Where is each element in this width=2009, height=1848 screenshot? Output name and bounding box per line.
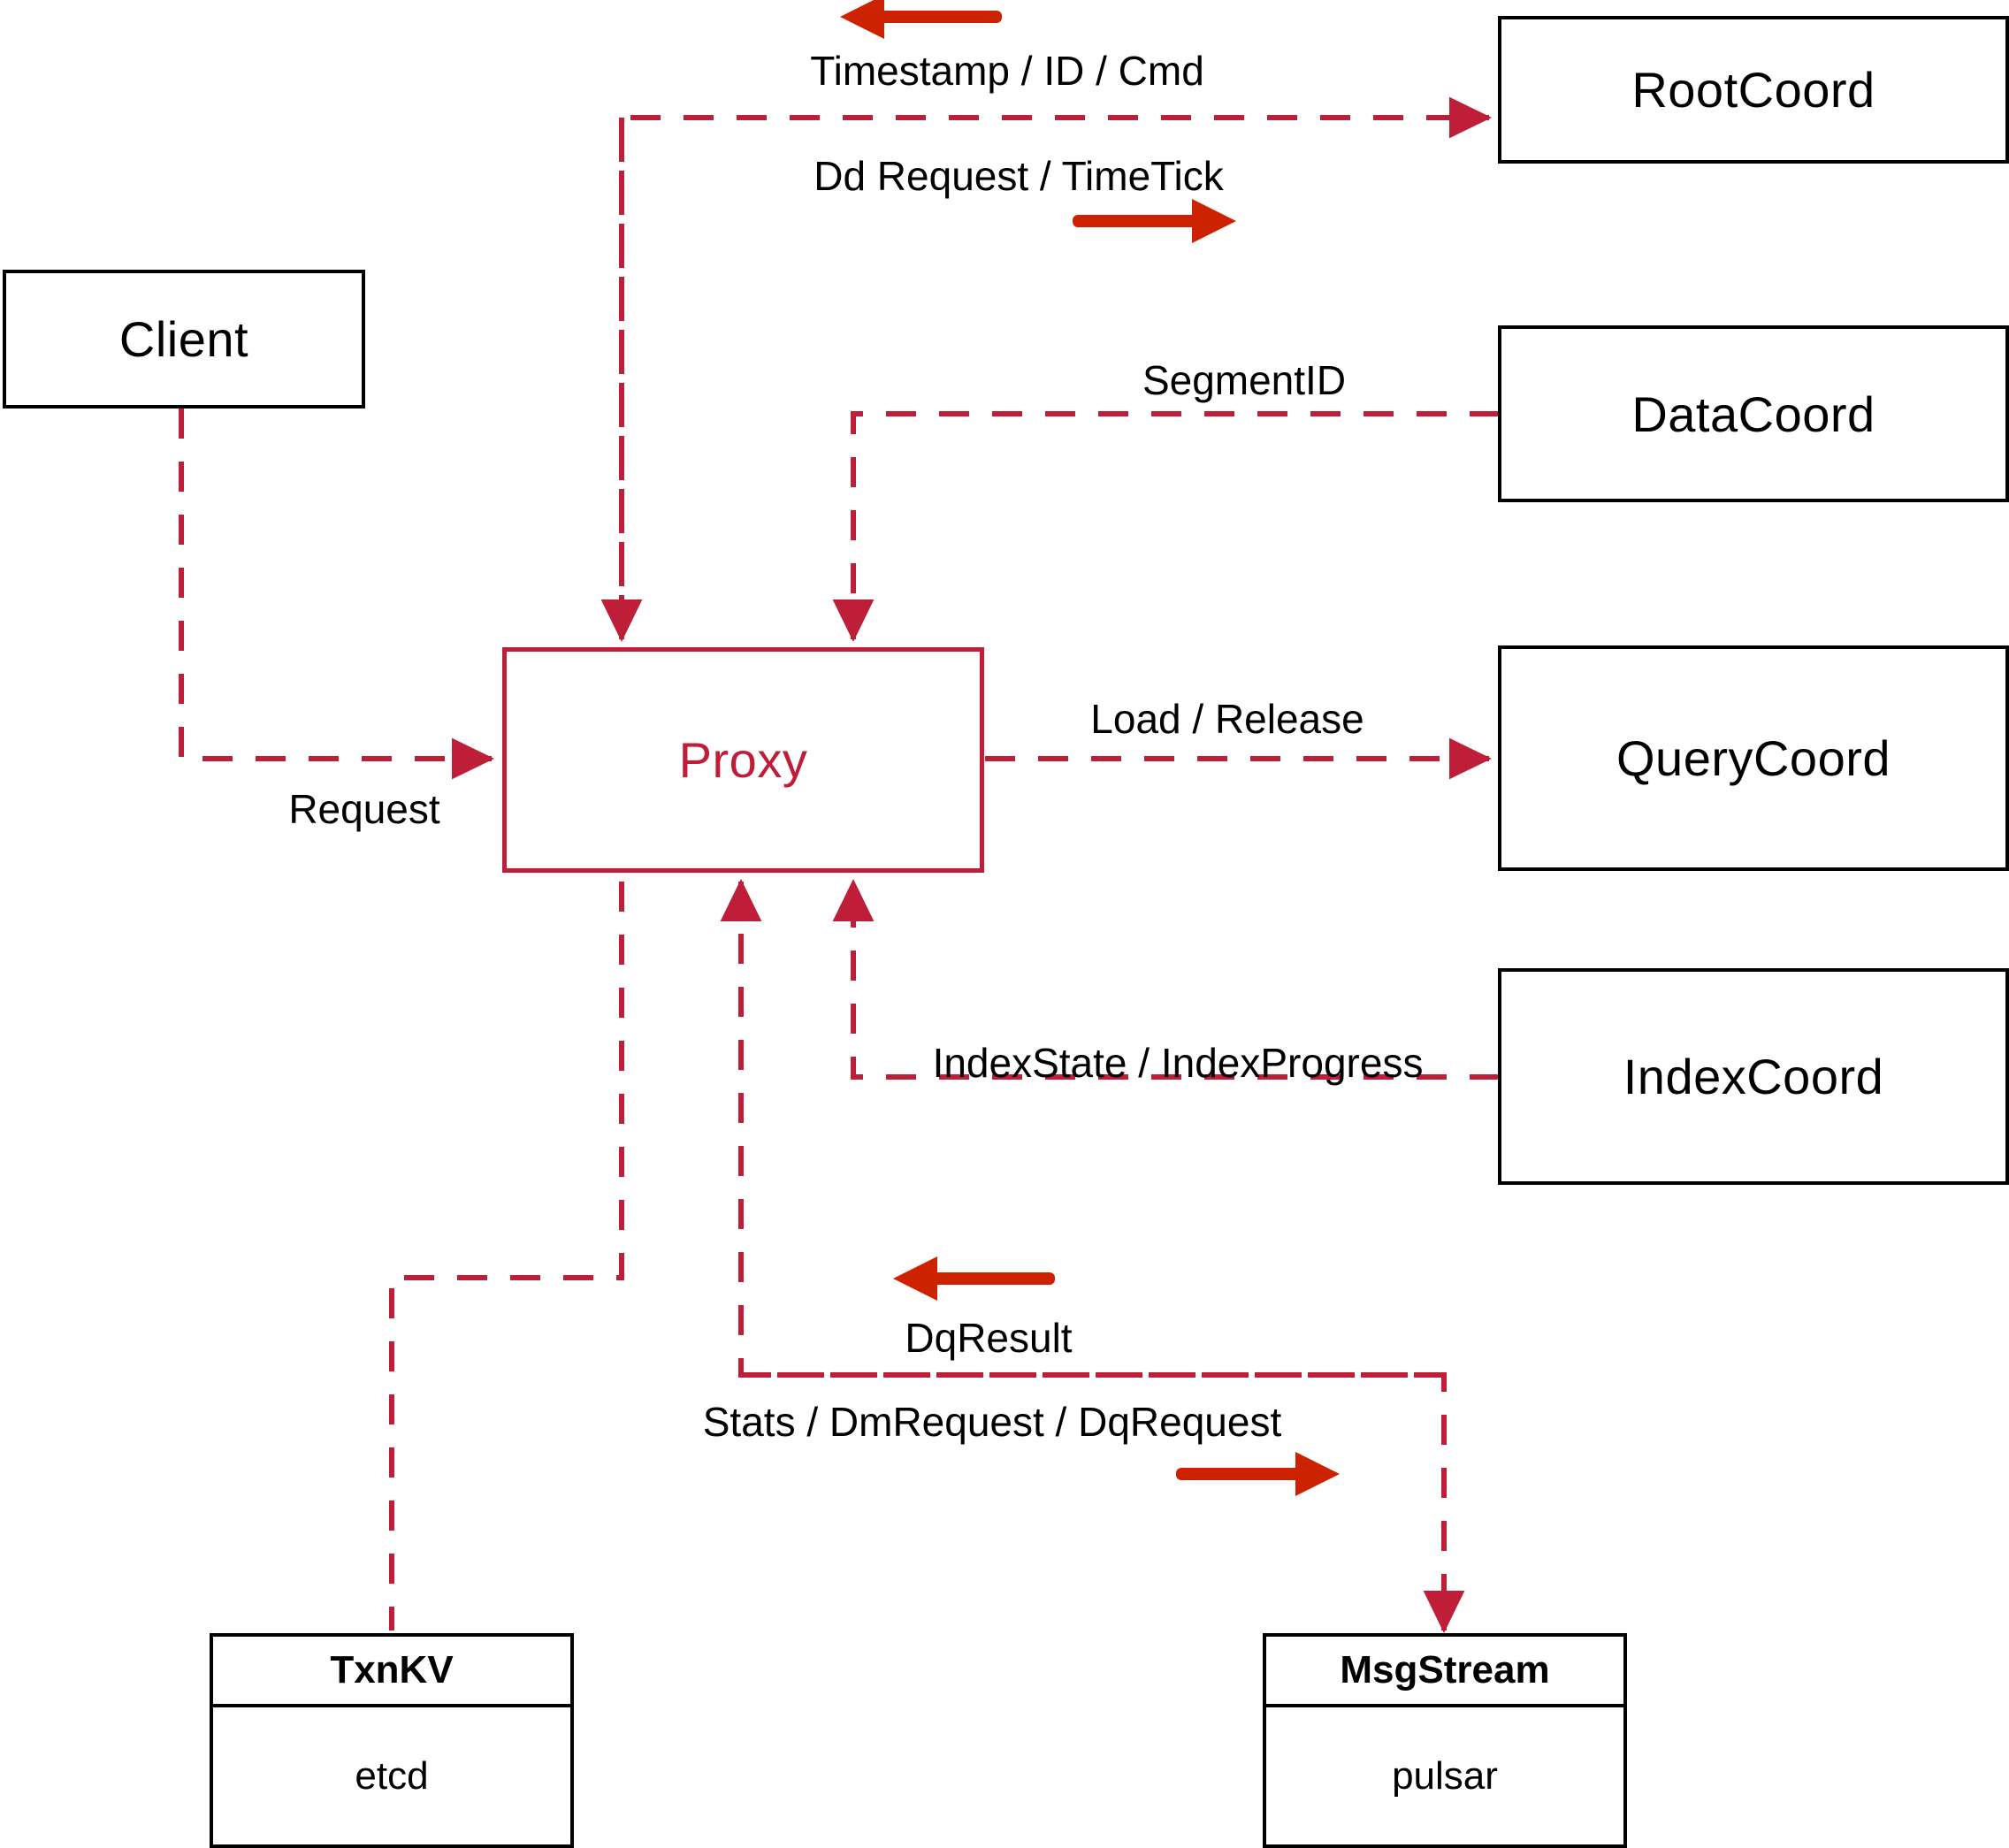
node-txnkv-title: TxnKV: [330, 1648, 454, 1691]
edge-label-load-release: Load / Release: [1090, 696, 1364, 742]
node-datacoord[interactable]: DataCoord: [1498, 325, 2009, 502]
edge-datacoord-to-proxy: [832, 411, 1500, 642]
edge-label-dd-request-timetick: Dd Request / TimeTick: [814, 153, 1224, 199]
timestamp-direction-arrow-left-icon: [840, 0, 1002, 39]
node-txnkv[interactable]: TxnKV etcd: [210, 1633, 574, 1848]
edge-label-stats-dm-dq-request: Stats / DmRequest / DqRequest: [702, 1399, 1282, 1445]
direction-arrows: [840, 0, 1340, 1496]
node-proxy[interactable]: Proxy: [502, 647, 984, 873]
edge-label-timestamp-id-cmd: Timestamp / ID / Cmd: [810, 48, 1204, 94]
node-client[interactable]: Client: [3, 270, 365, 409]
edge-label-dq-result: DqResult: [905, 1315, 1073, 1361]
node-rootcoord[interactable]: RootCoord: [1498, 16, 2009, 164]
node-indexcoord[interactable]: IndexCoord: [1498, 968, 2009, 1185]
dq-result-direction-arrow-left-icon: [893, 1256, 1055, 1301]
node-datacoord-label: DataCoord: [1631, 386, 1875, 442]
node-msgstream[interactable]: MsgStream pulsar: [1263, 1633, 1627, 1848]
node-txnkv-impl: etcd: [355, 1753, 429, 1798]
node-querycoord-label: QueryCoord: [1616, 730, 1891, 786]
node-client-label: Client: [118, 311, 249, 367]
node-proxy-label: Proxy: [678, 732, 808, 788]
edge-label-index-state-progress: IndexState / IndexProgress: [932, 1040, 1424, 1086]
node-rootcoord-label: RootCoord: [1631, 62, 1875, 118]
edge-label-request: Request: [288, 786, 440, 832]
node-msgstream-impl: pulsar: [1392, 1753, 1498, 1798]
edge-proxy-to-txnkv: [389, 882, 624, 1630]
edge-msgstream-to-proxy: [720, 879, 1444, 1378]
dd-request-direction-arrow-right-icon: [1073, 199, 1236, 243]
edge-label-segment-id: SegmentID: [1142, 357, 1347, 403]
edge-client-to-proxy: [179, 409, 494, 780]
node-indexcoord-label: IndexCoord: [1623, 1049, 1884, 1104]
node-msgstream-body: pulsar: [1266, 1707, 1623, 1844]
node-txnkv-header: TxnKV: [213, 1637, 570, 1707]
edge-proxy-to-msgstream: [741, 1372, 1465, 1633]
edge-indexcoord-to-proxy: [832, 879, 1500, 1080]
node-txnkv-body: etcd: [213, 1707, 570, 1844]
node-querycoord[interactable]: QueryCoord: [1498, 645, 2009, 871]
node-msgstream-title: MsgStream: [1340, 1648, 1550, 1691]
node-msgstream-header: MsgStream: [1266, 1637, 1623, 1707]
stats-direction-arrow-right-icon: [1176, 1452, 1340, 1496]
